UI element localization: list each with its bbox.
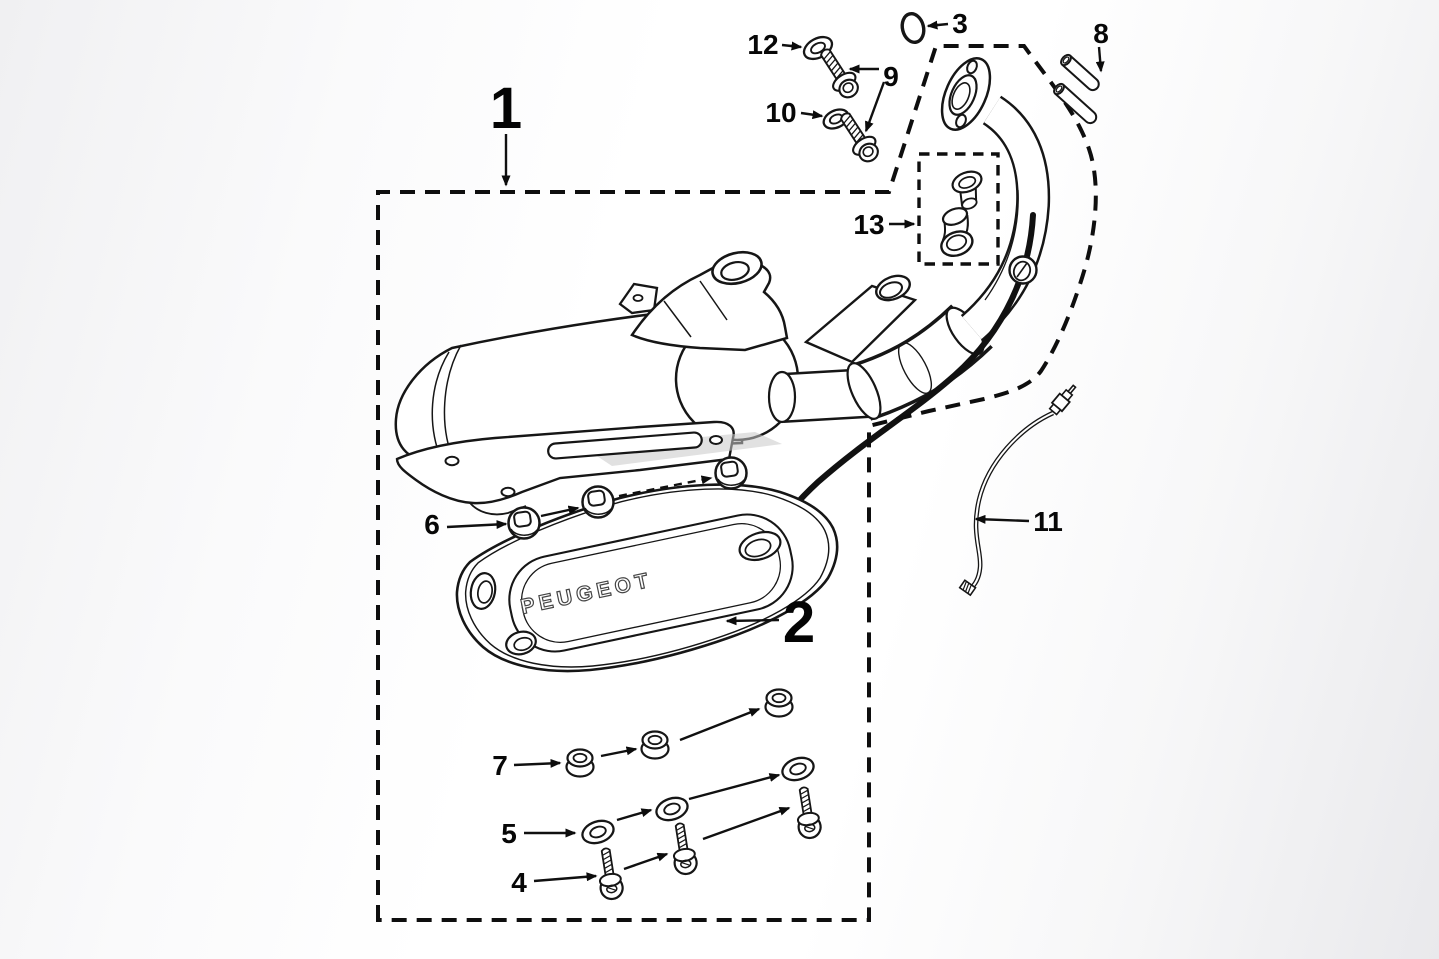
flat-washer [581,819,615,845]
mounting-plate [395,420,782,516]
shield-hole [469,572,497,610]
chain-arrow [623,852,669,871]
chain-arrow [540,505,580,518]
callout-label-12: 12 [747,29,778,60]
flat-washer [655,796,689,822]
button-head-screw [598,847,624,901]
callout-arrow-8 [1095,46,1105,73]
callout-label-11: 11 [1033,506,1063,537]
rubber-grommet [640,730,670,760]
callout-arrow-9 [864,81,886,133]
shield-hole [738,530,782,562]
port-arm [803,274,918,364]
heat-shield: PEUGEOT [455,483,839,673]
cable-connector [1048,384,1077,416]
shield-inner-panel [508,513,794,653]
chain-arrow [618,475,713,498]
chain-arrows-layer [540,475,791,871]
callout-arrow-2 [725,616,780,626]
plate-slot [547,431,703,460]
callout-arrow-4 [533,872,598,883]
cap-nut [581,485,615,519]
hanger-bracket [618,250,789,352]
callout-label-1: 1 [490,76,522,141]
exhaust-flange [940,57,992,131]
cap-nut [714,456,748,490]
callout-label-6: 6 [424,509,440,540]
callout-arrow-6 [446,519,508,529]
hex-flange-bolt [820,48,859,99]
callout-label-13: 13 [853,209,884,240]
chain-arrow [600,746,638,758]
callout-label-10: 10 [765,97,796,128]
callout-label-5: 5 [501,818,517,849]
hardware-layer [507,12,1100,901]
callout-label-4: 4 [511,867,527,898]
callout-label-2: 2 [783,590,815,655]
cap-nut [507,506,541,540]
sensor-cable [958,384,1077,597]
callout-label-7: 7 [492,750,508,781]
callout-arrow-10 [800,110,824,120]
o-ring-gasket [900,12,926,44]
hex-flange-bolt [840,112,879,163]
exhaust-stud [1053,82,1098,125]
cable-end-ferrule [958,579,977,597]
header-pipe [960,95,1051,341]
callout-arrow-11 [974,514,1030,524]
spool-bushing [940,207,974,258]
chain-arrow [688,773,781,801]
flanged-bushing [951,170,983,210]
chain-arrow [679,707,761,742]
callout-arrow-12 [781,41,803,51]
sensor-boss [1008,255,1038,285]
rubber-grommet [764,688,794,718]
callout-label-8: 8 [1093,18,1109,49]
button-head-screw [796,786,822,840]
shield-hole [505,630,537,656]
chain-arrow [702,806,791,841]
exhaust-stud [1060,53,1100,92]
callout-label-9: 9 [883,61,899,92]
group-13-dashed-box [917,152,1000,266]
button-head-screw [672,822,698,876]
callout-arrow-3 [926,20,949,30]
rubber-grommet [565,748,595,778]
callout-arrow-7 [513,758,562,768]
callout-label-3: 3 [952,8,968,39]
chain-arrow [616,808,653,822]
catalyst-section [846,304,993,421]
flat-washer [781,756,815,782]
